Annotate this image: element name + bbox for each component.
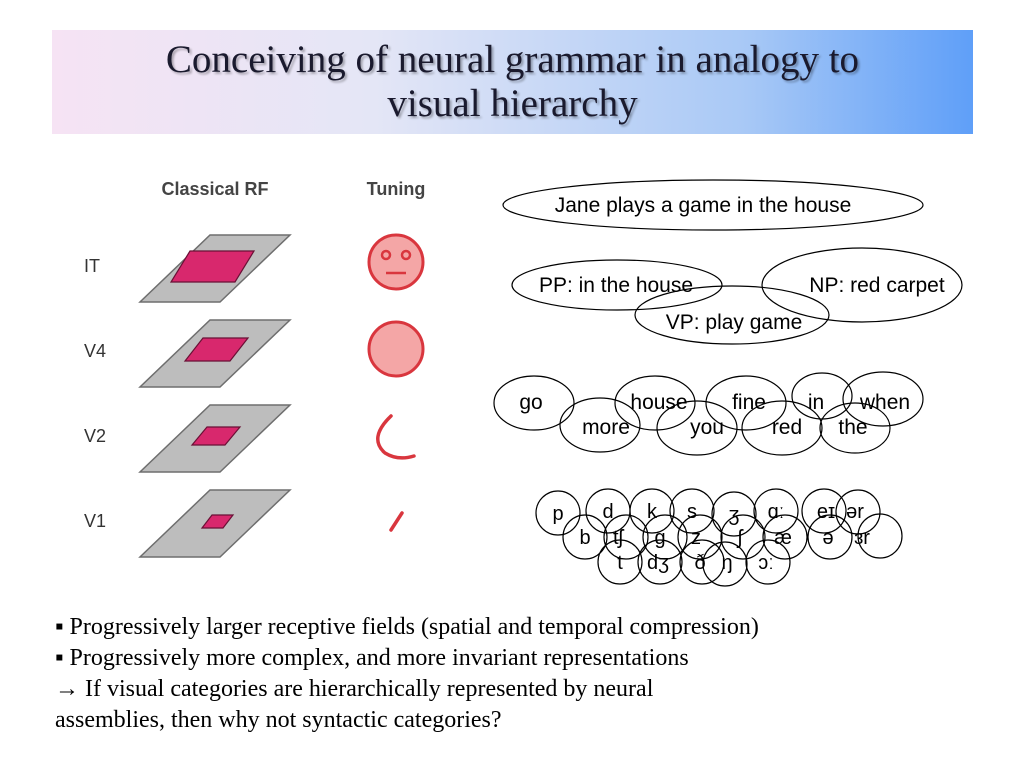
phoneme-t: t [617, 552, 623, 574]
phoneme-circle-aa [753, 488, 799, 534]
phoneme-circle-k [629, 488, 675, 534]
phoneme-circle-dh [679, 539, 725, 585]
bullet-list: ▪ Progressively larger receptive fields … [55, 612, 995, 736]
phoneme-g: g [654, 527, 665, 549]
phoneme-circle-ch [603, 514, 649, 560]
phoneme-circle-ei [801, 488, 847, 534]
phoneme-circle-b [562, 514, 608, 560]
word-ellipse-red [741, 400, 823, 456]
phoneme-zh: ʒ [729, 504, 740, 526]
phoneme-ng: ŋ [721, 552, 732, 574]
phoneme-s: s [687, 501, 697, 523]
title-line-1: Conceiving of neural grammar in analogy … [165, 38, 860, 81]
receptive-field-v1 [200, 514, 235, 529]
face-icon [367, 233, 425, 291]
word-ellipse-more [559, 397, 641, 453]
phoneme-sh: ʃ [736, 527, 744, 549]
np-label: NP: red carpet [809, 274, 945, 297]
phoneme-circle-s [669, 488, 715, 534]
bullet-receptive-fields: ▪ Progressively larger receptive fields … [55, 614, 759, 640]
word-when: when [859, 391, 910, 414]
conclusion-line-1: → If visual categories are hierarchicall… [55, 676, 654, 702]
phoneme-circle-oo [745, 539, 791, 585]
title-banner: Conceiving of neural grammar in analogy … [52, 30, 973, 134]
phoneme-oo: ɔː [758, 552, 774, 574]
phoneme-circle-ng [702, 541, 748, 587]
phoneme-z: z [691, 527, 701, 549]
phoneme-p: p [552, 503, 563, 525]
phoneme-circle-t [597, 539, 643, 585]
phoneme-dh: ð [694, 552, 705, 574]
row-label-v2: V2 [84, 426, 106, 446]
word-red: red [772, 416, 802, 439]
sentence-label: Jane plays a game in the house [555, 194, 852, 217]
phoneme-circle-g [642, 514, 688, 560]
phoneme-circle-z [677, 514, 723, 560]
word-ellipse-the [819, 402, 891, 454]
vp-label: VP: play game [666, 311, 803, 334]
phoneme-ei: eɪ [817, 501, 835, 523]
word-go: go [519, 391, 542, 414]
phoneme-k: k [647, 501, 658, 523]
word-ellipse-go [493, 375, 575, 431]
word-you: you [690, 416, 724, 439]
phoneme-d: d [602, 501, 613, 523]
receptive-field-it [169, 250, 256, 283]
word-ellipse-house [614, 375, 696, 431]
row-label-it: IT [84, 256, 100, 276]
phoneme-circle-p [535, 490, 581, 536]
phoneme-ch: tʃ [613, 527, 625, 549]
visual-hierarchy-figure: Classical RF Tuning IT V4 V2 V1 [65, 160, 445, 580]
word-ellipse-fine [705, 375, 787, 431]
title-line-2: visual hierarchy [387, 82, 638, 125]
phoneme-circle-zh [711, 491, 757, 537]
word-more: more [582, 416, 630, 439]
phoneme-circle-j [637, 539, 683, 585]
phoneme-circle-schwa [807, 514, 853, 560]
word-fine: fine [732, 391, 766, 414]
word-house: house [630, 391, 687, 414]
line-segment-icon [389, 511, 404, 532]
curve-icon [376, 414, 416, 460]
word-the: the [838, 416, 867, 439]
phoneme-b: b [579, 527, 590, 549]
tuning-header: Tuning [367, 179, 426, 199]
row-label-v1: V1 [84, 511, 106, 531]
word-ellipse-you [656, 400, 738, 456]
word-in: in [808, 391, 824, 414]
bullet-invariant-representations: ▪ Progressively more complex, and more i… [55, 645, 689, 671]
receptive-field-v4 [183, 337, 250, 362]
phoneme-schwa: ə [822, 527, 833, 549]
pp-ellipse [511, 259, 723, 311]
circle-icon [367, 320, 425, 378]
phoneme-j: dʒ [647, 552, 669, 574]
sentence-ellipse [502, 179, 924, 231]
conclusion-line-2: assemblies, then why not syntactic categ… [55, 707, 502, 733]
phoneme-circle-ae [762, 514, 808, 560]
phoneme-circle-ur [857, 513, 903, 559]
phoneme-er: ər [846, 501, 864, 523]
word-ellipse-when [842, 371, 924, 427]
phoneme-ur: ɜr [854, 527, 870, 549]
np-ellipse [761, 247, 963, 323]
classical-rf-header: Classical RF [161, 179, 268, 199]
phoneme-aa: ɑː [768, 501, 785, 523]
phoneme-circle-sh [720, 514, 766, 560]
phoneme-ae: æ [774, 527, 792, 549]
pp-label: PP: in the house [539, 274, 693, 297]
vp-ellipse [634, 285, 830, 345]
receptive-field-v2 [190, 426, 242, 446]
row-label-v4: V4 [84, 341, 106, 361]
